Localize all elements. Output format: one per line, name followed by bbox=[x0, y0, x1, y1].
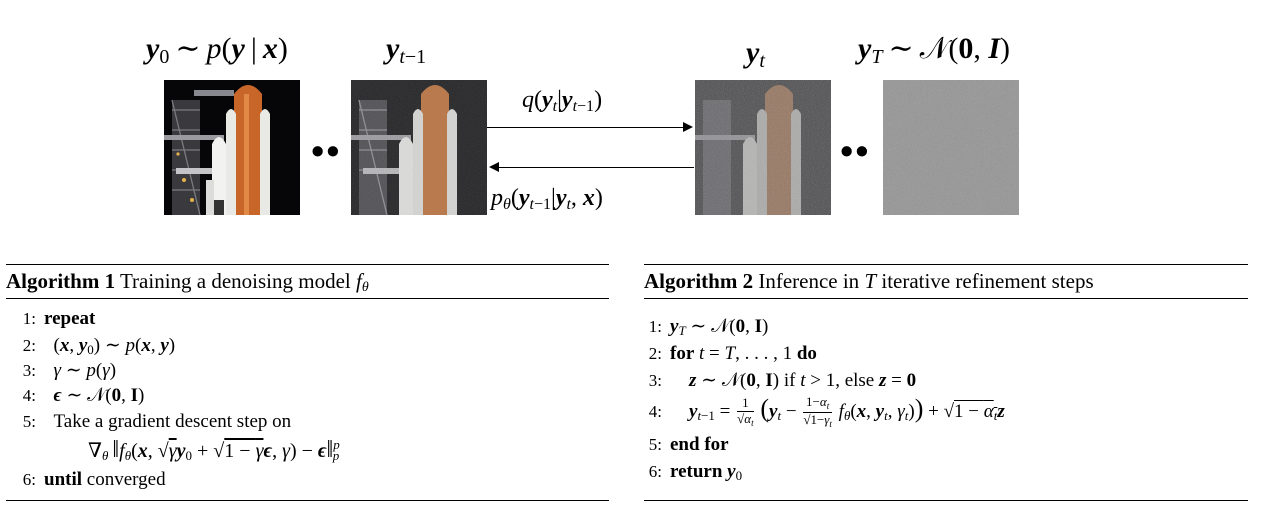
alg1-line-5-formula: ∇θ ‖fθ(x, √γy0 + √1 − γϵ, γ) − ϵ‖pp bbox=[88, 437, 340, 463]
algorithm-2-title: Inference in T iterative refinement step… bbox=[758, 269, 1094, 293]
alg1-line-4: 4: ϵ ∼ 𝒩(0, I) bbox=[22, 385, 145, 406]
algorithm-1-title: Training a denoising model bbox=[119, 269, 351, 293]
pure-noise-image bbox=[883, 80, 1019, 215]
algorithm-2-inference: Algorithm 2 Inference in T iterative ref… bbox=[644, 264, 1248, 504]
algorithm-2-label: Algorithm 2 bbox=[644, 269, 754, 293]
alg2-line-1: 1:yT ∼ 𝒩(0, I) bbox=[648, 316, 769, 338]
alg2-line-5: 5:end for bbox=[648, 434, 729, 455]
top-rule bbox=[644, 264, 1248, 265]
alg1-line-3: 3: γ ∼ p(γ) bbox=[22, 360, 117, 381]
label-y0: y0 ∼ p(y | x) bbox=[146, 32, 288, 68]
reverse-arrow bbox=[489, 162, 694, 172]
algorithm-1-heading: Algorithm 1 Training a denoising model f… bbox=[6, 269, 369, 295]
pure-noise-svg bbox=[883, 80, 1019, 215]
alg2-line-4: 4: yt−1 = 1√αt (yt − 1−αt√1−γt fθ(x, yt,… bbox=[648, 393, 1005, 429]
shuttle-noisy-svg bbox=[351, 80, 487, 215]
alg1-line-6: 6:until converged bbox=[22, 469, 166, 490]
top-rule bbox=[6, 264, 609, 265]
shuttle-clean-image bbox=[164, 80, 300, 215]
reverse-process-label: pθ(yt−1|yt, x) bbox=[491, 185, 603, 213]
label-yt: yt bbox=[746, 36, 765, 72]
alg2-line-3: 3: z ∼ 𝒩(0, I) if t > 1, else z = 0 bbox=[648, 370, 917, 391]
label-yt-minus-1: yt−1 bbox=[386, 32, 427, 68]
label-yT: yT ∼ 𝒩(0, I) bbox=[858, 31, 1011, 68]
algorithm-2-heading: Algorithm 2 Inference in T iterative ref… bbox=[644, 271, 1094, 292]
heading-rule bbox=[6, 298, 609, 299]
shuttle-clean-svg bbox=[164, 80, 300, 215]
forward-arrow bbox=[487, 122, 693, 132]
alg2-line-6: 6:return y0 bbox=[648, 461, 743, 483]
alg1-line-2: 2: (x, y0) ∼ p(x, y) bbox=[22, 335, 176, 357]
alg1-line-1: 1:repeat bbox=[22, 308, 96, 329]
bottom-rule bbox=[644, 500, 1248, 501]
shuttle-very-noisy-image bbox=[695, 80, 831, 215]
heading-rule bbox=[644, 298, 1248, 299]
ellipsis-dots-left: •• bbox=[311, 131, 342, 173]
ellipsis-dots-right: •• bbox=[840, 131, 871, 173]
bottom-rule bbox=[6, 500, 609, 501]
algorithm-1-label: Algorithm 1 bbox=[6, 269, 116, 293]
shuttle-very-noisy-svg bbox=[695, 80, 831, 215]
algorithm-1-training: Algorithm 1 Training a denoising model f… bbox=[6, 264, 609, 504]
alg2-line-2: 2:for t = T, . . . , 1 do bbox=[648, 343, 817, 364]
forward-process-label: q(yt|yt−1) bbox=[522, 87, 603, 115]
shuttle-noisy-image bbox=[351, 80, 487, 215]
alg1-line-5: 5: Take a gradient descent step on bbox=[22, 411, 292, 432]
